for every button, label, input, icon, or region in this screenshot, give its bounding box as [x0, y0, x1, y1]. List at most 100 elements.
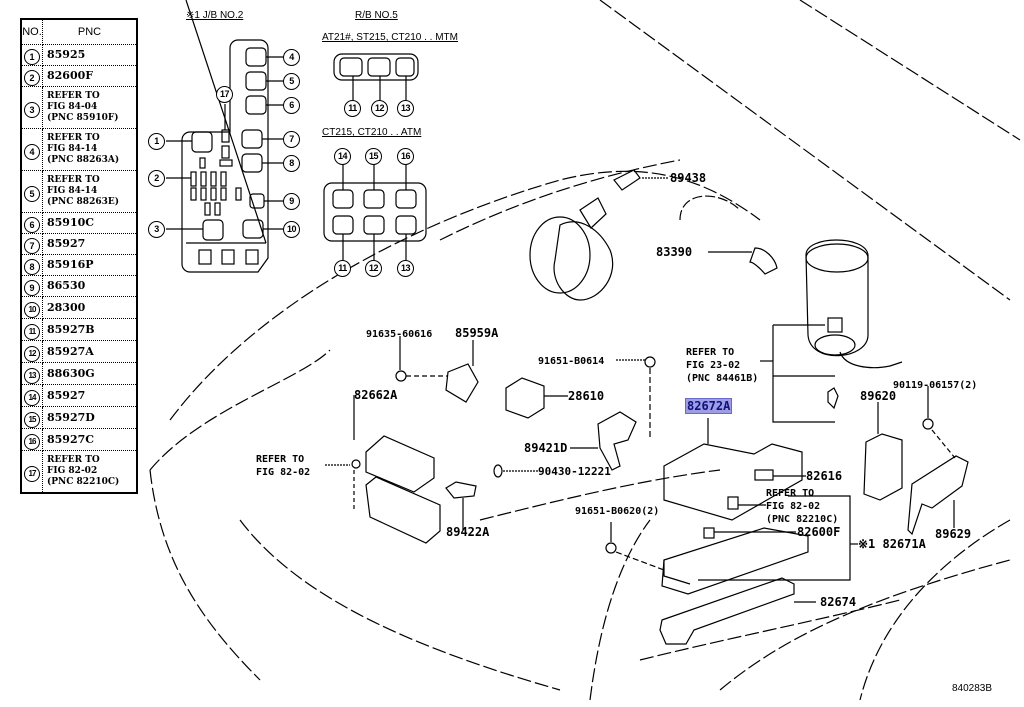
part-label-91635-60616[interactable]: 91635-60616: [366, 329, 433, 340]
callout-number-circle: 11: [24, 324, 40, 340]
jb-callout-17: 17: [216, 86, 233, 103]
legend-row-pnc[interactable]: REFER TO FIG 84-04 (PNC 85910F): [42, 86, 138, 129]
legend-row-pnc[interactable]: 85927A: [42, 340, 138, 363]
jb-callout-10: 10: [283, 221, 300, 238]
callout-number-circle: 4: [24, 143, 40, 160]
callout-number-circle: 7: [24, 238, 40, 254]
washer-90430-drawing: [493, 464, 538, 478]
legend-row-pnc[interactable]: 85927: [42, 384, 138, 407]
relay-block-mtm-drawing: [333, 53, 419, 100]
callout-number-circle: 10: [24, 302, 40, 318]
part-85959A-drawing: [395, 336, 479, 403]
part-label-82674[interactable]: 82674: [820, 595, 857, 609]
horn-drawing: [529, 197, 614, 301]
jb-callout-8: 8: [283, 155, 300, 172]
callout-number-circle: 8: [24, 259, 40, 275]
part-label-28610[interactable]: 28610: [568, 389, 605, 403]
part-89629-drawing: [907, 386, 969, 536]
part-82672A-drawing: [663, 418, 803, 521]
diagram-id: 840283B: [952, 683, 993, 694]
part-label-82662A[interactable]: 82662A: [354, 388, 398, 402]
bolt-91651-B0620-drawing: [605, 522, 665, 571]
part-label-89620[interactable]: 89620: [860, 389, 897, 403]
jb-callout-6: 6: [283, 97, 300, 114]
part-label-90119-06157[interactable]: 90119-06157(2): [893, 380, 978, 391]
part-label-83390[interactable]: 83390: [656, 245, 693, 259]
legend-row-pnc[interactable]: 86530: [42, 275, 138, 297]
callout-number-circle: 12: [24, 346, 40, 362]
part-28610-drawing: [505, 377, 568, 419]
jb-callout-9: 9: [283, 193, 300, 210]
relay-block-title: R/B NO.5: [355, 10, 398, 21]
part-label-82672A[interactable]: 82672A: [685, 398, 733, 414]
rb-atm-callout-13: 13: [397, 260, 414, 277]
rb-mtm-callout-12: 12: [371, 100, 388, 117]
rb-atm-callout-11: 11: [334, 260, 351, 277]
fuse-82600F-drawing: [703, 527, 796, 539]
part-89421D-drawing: [570, 411, 637, 471]
relay-block-mtm-label: AT21#, ST215, CT210 . . MTM: [322, 32, 458, 43]
part-label-82671A[interactable]: ※1 82671A: [858, 537, 926, 551]
callout-number-circle: 14: [24, 390, 40, 406]
legend-row-pnc[interactable]: REFER TO FIG 84-14 (PNC 88263A): [42, 128, 138, 171]
legend-row-pnc[interactable]: 85910C: [42, 212, 138, 234]
vehicle-body-outline: [149, 0, 1021, 701]
legend-row-pnc[interactable]: REFER TO FIG 82-02 (PNC 82210C): [42, 450, 138, 493]
part-label-82616[interactable]: 82616: [806, 469, 843, 483]
callout-number-circle: 17: [24, 465, 40, 482]
part-label-91651-B0620[interactable]: 91651-B0620(2): [575, 506, 660, 517]
part-label-89629[interactable]: 89629: [935, 527, 972, 541]
reference-fig-82-02-right[interactable]: REFER TO FIG 82-02 (PNC 82210C): [766, 488, 839, 525]
part-82662A-drawing: [325, 395, 441, 544]
fuse-82210C-drawing: [727, 496, 766, 510]
part-89438-drawing: [613, 169, 668, 191]
bolt-91651-B0614-drawing: [616, 356, 656, 440]
rb-atm-callout-16: 16: [397, 148, 414, 165]
junction-block-title: ※1 J/B NO.2: [186, 10, 244, 21]
part-label-89422A[interactable]: 89422A: [446, 525, 490, 539]
rb-atm-callout-14: 14: [334, 148, 351, 165]
reference-fig-82-02-left[interactable]: REFER TO FIG 82-02: [256, 454, 311, 478]
washer-tank-drawing: [760, 239, 903, 423]
callout-number-circle: 15: [24, 412, 40, 428]
jb-callout-1: 1: [148, 133, 165, 150]
callout-number-circle: 2: [24, 70, 40, 86]
part-label-89421D[interactable]: 89421D: [524, 441, 568, 455]
part-82671A-drawing: [661, 495, 858, 595]
highlighted-part-82672A[interactable]: 82672A: [685, 398, 733, 414]
callout-number-circle: 1: [24, 49, 40, 65]
rb-mtm-callout-13: 13: [397, 100, 414, 117]
jb-callout-4: 4: [283, 49, 300, 66]
part-label-85959A[interactable]: 85959A: [455, 326, 499, 340]
relay-block-atm-label: CT215, CT210 . . ATM: [322, 127, 422, 138]
jb-callout-7: 7: [283, 131, 300, 148]
part-label-90430-12221[interactable]: 90430-12221: [538, 465, 611, 478]
legend-header-pnc: PNC: [42, 18, 138, 45]
junction-block-drawing: [166, 0, 283, 273]
callout-number-circle: 3: [24, 101, 40, 118]
part-82674-drawing: [659, 577, 816, 645]
legend-row-pnc[interactable]: 85927: [42, 233, 138, 255]
callout-number-circle: 5: [24, 185, 40, 202]
relay-block-atm-drawing: [323, 164, 427, 260]
part-label-82600F[interactable]: 82600F: [797, 525, 841, 539]
jb-callout-2: 2: [148, 170, 165, 187]
legend-row-pnc[interactable]: REFER TO FIG 84-14 (PNC 88263E): [42, 170, 138, 213]
part-82616-drawing: [754, 469, 806, 481]
part-label-91651-B0614[interactable]: 91651-B0614: [538, 356, 605, 367]
part-83390-drawing: [679, 195, 778, 275]
legend-row-pnc[interactable]: 85916P: [42, 254, 138, 276]
reference-fig-23-02[interactable]: REFER TO FIG 23-02 (PNC 84461B): [686, 347, 759, 384]
part-label-89438[interactable]: 89438: [670, 171, 707, 185]
